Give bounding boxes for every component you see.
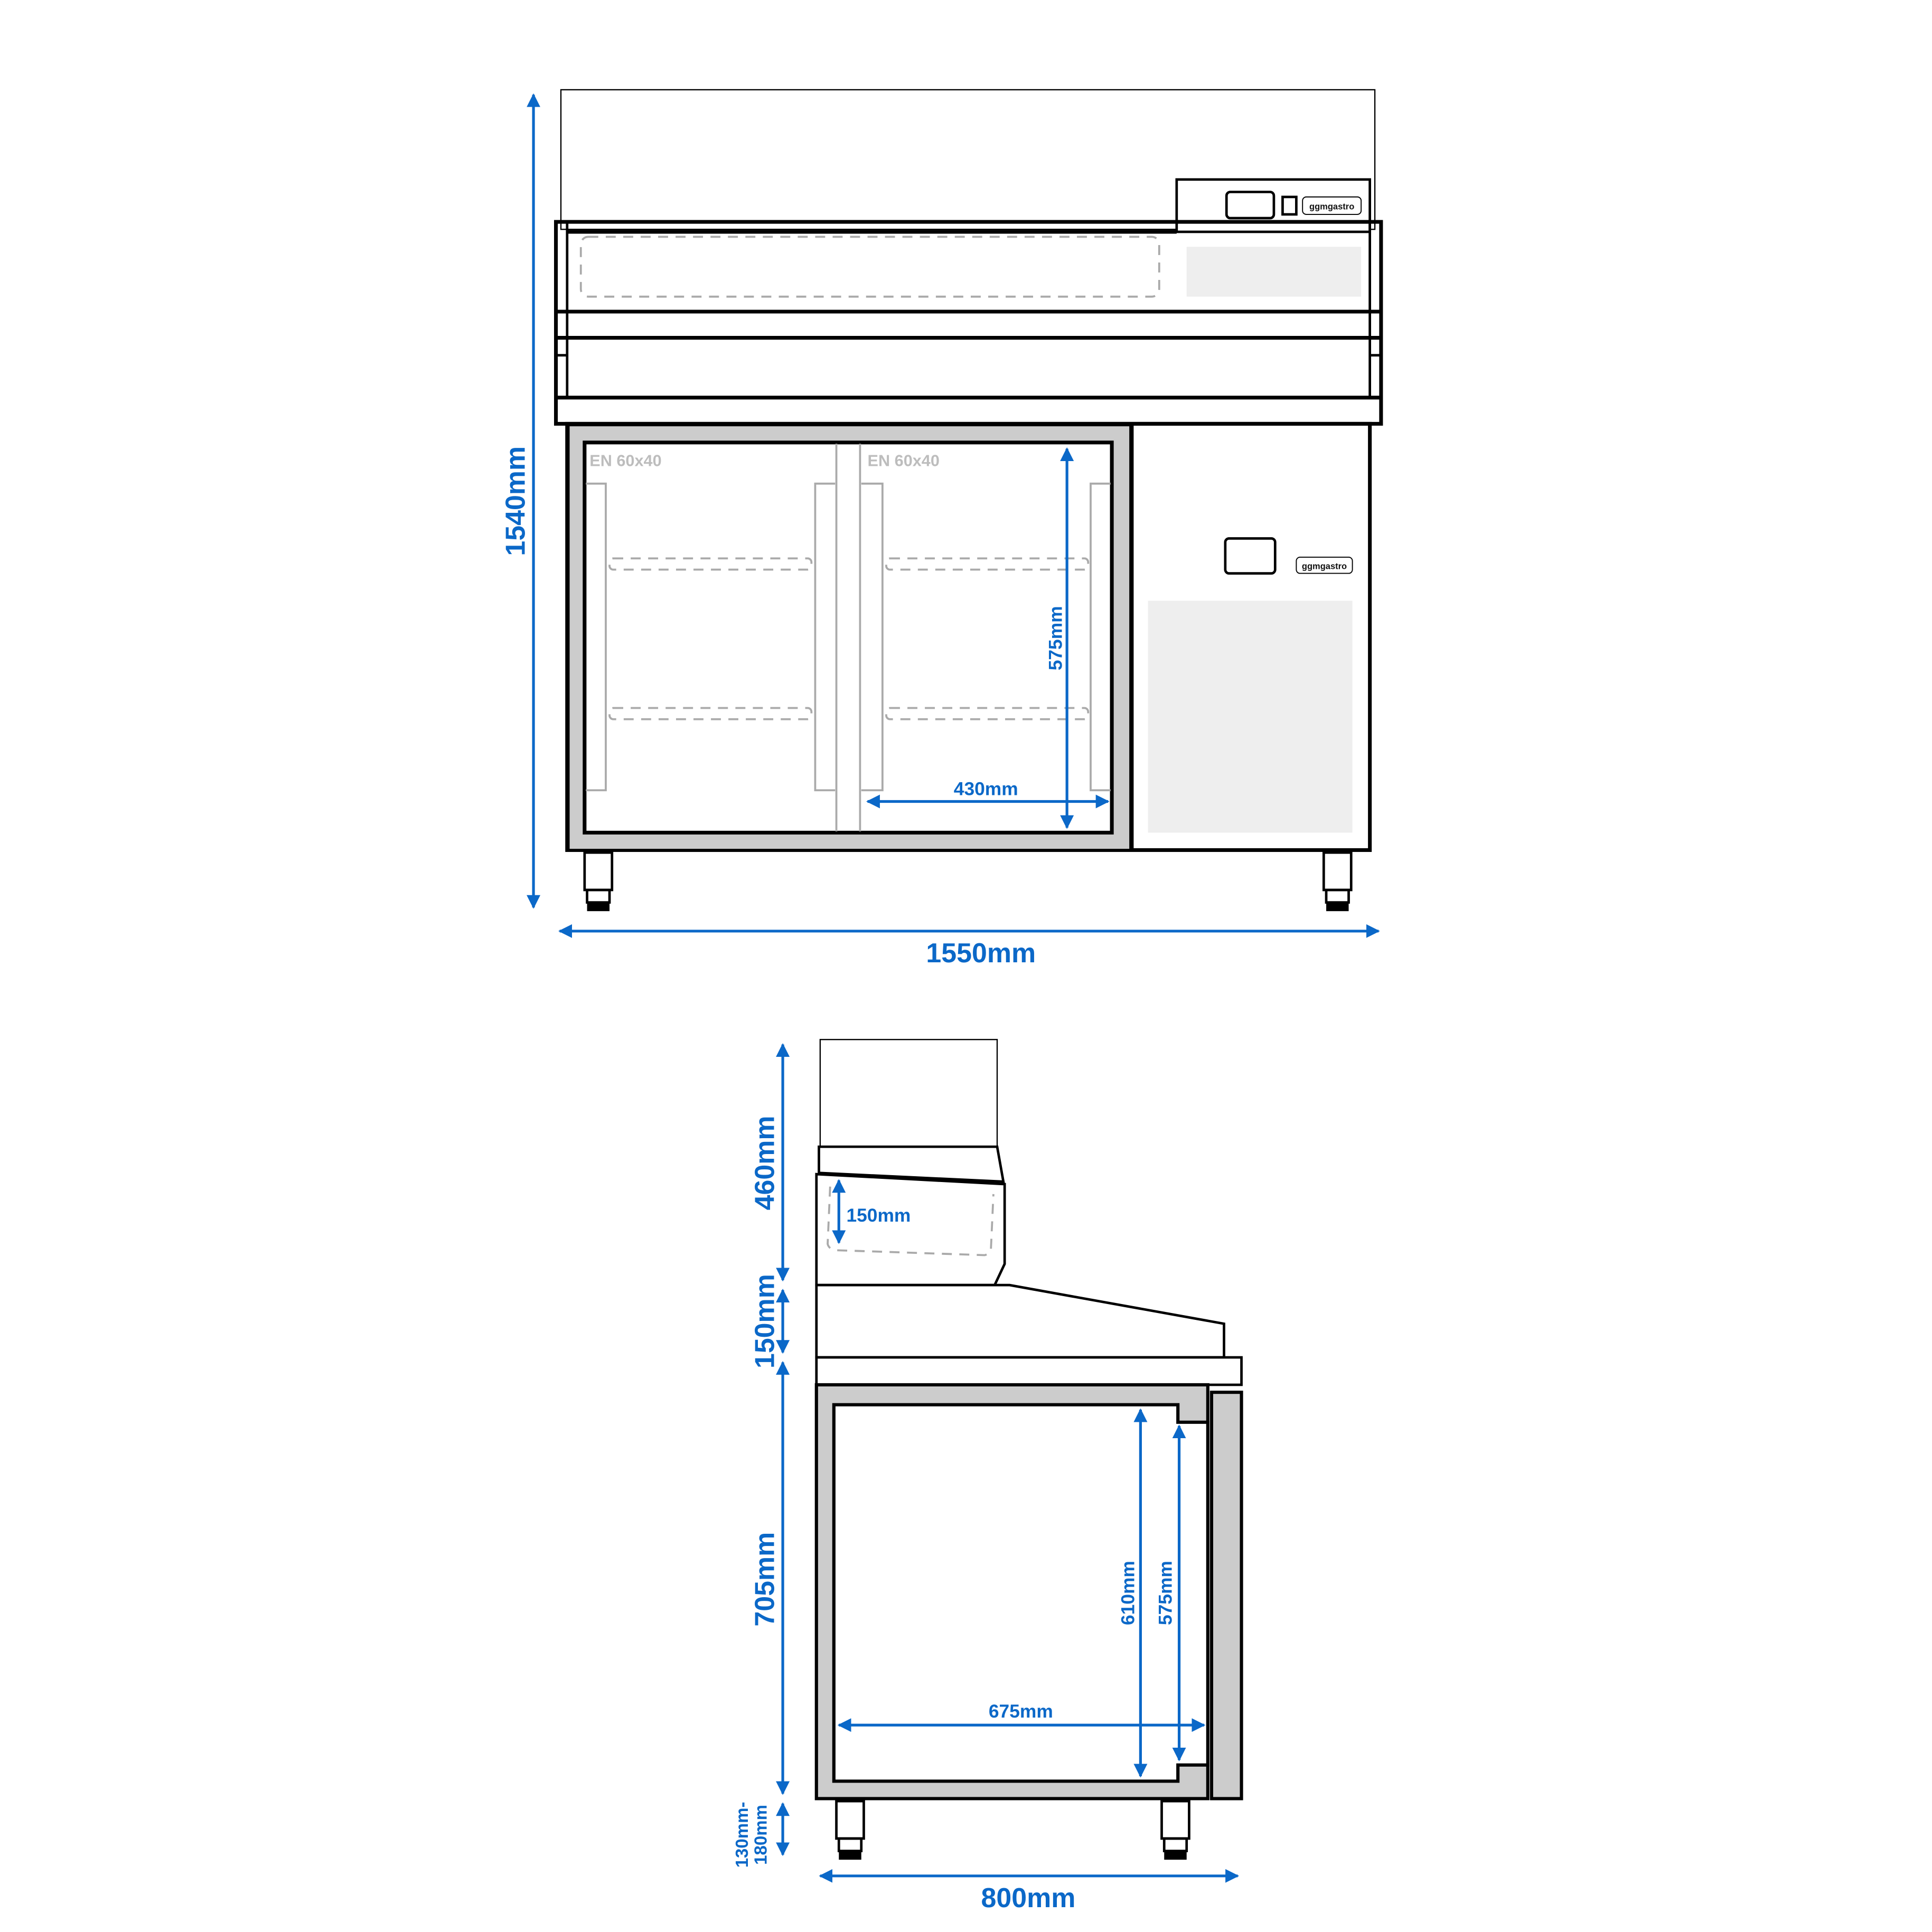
dim-total-width: 1550mm <box>926 938 1036 969</box>
dim-leg-height-line1: 130mm- <box>732 1802 752 1868</box>
side-well <box>815 1173 1006 1287</box>
dim-inner-height: 575mm <box>1046 606 1066 670</box>
tray-label-right: EN 60x40 <box>868 452 940 470</box>
display-icon <box>1225 191 1276 220</box>
side-view: 460mm 150mm 705mm 130mm- 180mm 150mm 610… <box>732 1039 1243 1914</box>
brand-logo-top: ggmgastro <box>1309 202 1354 211</box>
switch-icon <box>1281 195 1298 216</box>
side-door[interactable] <box>1209 1391 1243 1800</box>
dim-inner-width: 430mm <box>954 779 1018 800</box>
side-worktop <box>815 1356 1243 1386</box>
side-legs <box>835 1799 1190 1860</box>
side-display-icon <box>1224 537 1277 575</box>
side-middle <box>815 1283 1225 1359</box>
dim-total-depth: 800mm <box>981 1883 1076 1914</box>
gn-container-outline <box>579 236 1160 298</box>
dim-gn-container-depth: 150mm <box>846 1205 911 1226</box>
front-view: ggmgastro <box>501 89 1383 969</box>
vent-panel-side <box>1148 601 1353 833</box>
glass-door[interactable] <box>583 440 1114 835</box>
dim-top-section-height: 460mm <box>750 1115 781 1210</box>
top-control-box: ggmgastro <box>1175 178 1371 233</box>
side-glass-guard <box>819 1039 998 1148</box>
tray-label-left: EN 60x40 <box>589 452 661 470</box>
upper-well <box>554 220 1383 426</box>
dim-leg-height-line2: 180mm <box>751 1805 770 1865</box>
dim-inner-height-1: 610mm <box>1118 1561 1139 1625</box>
dim-inner-height-2: 575mm <box>1155 1561 1176 1625</box>
gn-container-side-outline <box>827 1186 995 1256</box>
dim-middle-section-height: 150mm <box>750 1274 781 1368</box>
side-lid <box>818 1145 1005 1183</box>
side-body-interior <box>832 1403 1209 1783</box>
brand-logo-side: ggmgastro <box>1302 561 1347 571</box>
front-dimensions: 1540mm 1550mm 575mm 430mm <box>501 93 1380 969</box>
dim-body-height: 705mm <box>750 1532 781 1627</box>
dim-total-height: 1540mm <box>501 446 531 556</box>
cabinet-body: EN 60x40 EN 60x40 ggmgastro <box>565 421 1372 852</box>
dim-inner-depth: 675mm <box>989 1701 1053 1722</box>
glass-guard <box>560 89 1376 230</box>
vent-panel-top <box>1186 247 1362 297</box>
front-legs <box>583 851 1353 912</box>
side-dimensions: 460mm 150mm 705mm 130mm- 180mm 150mm 610… <box>732 1043 1240 1914</box>
